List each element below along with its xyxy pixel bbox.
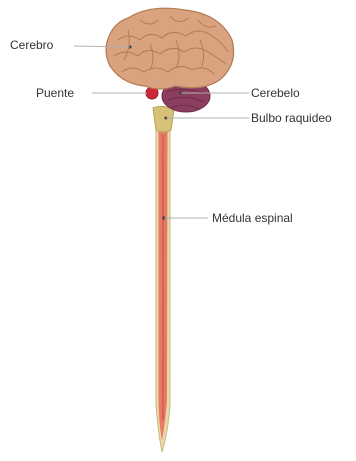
label-puente: Puente	[36, 86, 74, 100]
label-cerebro: Cerebro	[10, 38, 53, 52]
spinal-cord	[156, 126, 170, 452]
medulla-oblongata	[153, 106, 174, 132]
label-cerebelo: Cerebelo	[251, 86, 300, 100]
label-bulbo-raquideo: Bulbo raquideo	[251, 111, 332, 125]
cerebrum	[106, 8, 234, 89]
label-medula-espinal: Médula espinal	[212, 211, 293, 225]
